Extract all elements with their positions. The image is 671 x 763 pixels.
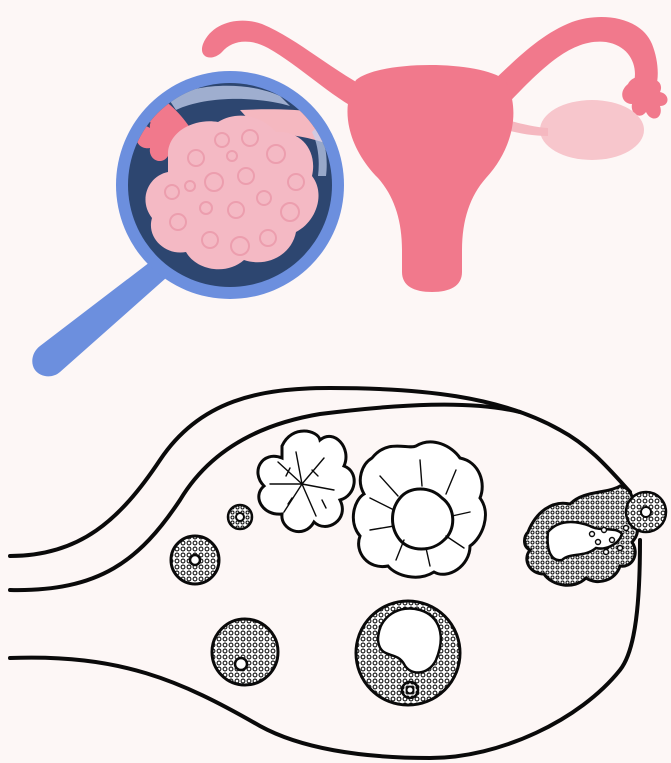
primordial-follicle xyxy=(228,505,252,529)
primary-follicle xyxy=(171,536,219,584)
magnifier-handle xyxy=(32,262,166,376)
ovulating-follicle xyxy=(525,486,667,585)
corpus-albicans xyxy=(353,442,485,577)
secondary-follicle xyxy=(212,619,278,685)
antral-follicle xyxy=(356,601,460,705)
uterus-body xyxy=(347,65,513,292)
ovary-cross-section xyxy=(10,388,666,758)
corpus-luteum xyxy=(258,431,354,532)
magnifier-illustration xyxy=(32,71,344,376)
right-ovary xyxy=(540,100,644,160)
